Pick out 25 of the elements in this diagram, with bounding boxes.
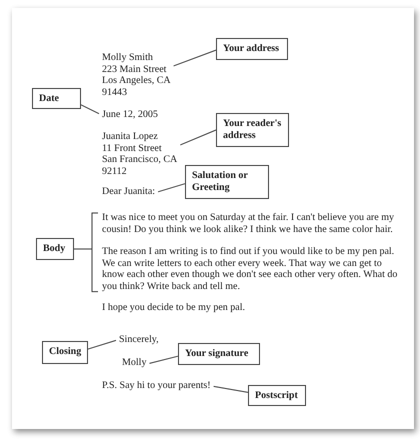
callout-box: Your signature [178, 343, 260, 365]
callout-box: Salutation or Greeting [185, 165, 269, 199]
date-text: June 12, 2005 [102, 109, 158, 121]
address-text: Juanita Lopez 11 Front Street San Francisco, CA 92112 [102, 131, 178, 178]
callout-box: Body [36, 238, 74, 260]
address-text: Molly Smith 223 Main Street Los Angeles, CA 91443 [102, 52, 171, 98]
leader-line [213, 386, 248, 393]
leader-line [88, 340, 116, 350]
signature-text: Molly [122, 357, 146, 369]
callout-box: Closing [42, 341, 88, 364]
bracket-leader-line [74, 212, 98, 292]
salutation-text: Dear Juanita: [102, 186, 156, 198]
leader-line [158, 183, 186, 192]
callout-box: Your address [216, 38, 288, 60]
postscript-text: P.S. Say hi to your parents! [102, 380, 211, 392]
leader-line [148, 356, 178, 364]
leader-line [173, 50, 216, 66]
callout-box: Postscript [248, 385, 306, 406]
closing-text: Sincerely, [119, 334, 159, 346]
callout-box: Your reader's address [216, 113, 289, 147]
letter-body-text: It was nice to meet you on Saturday at the fair. I can't believe you are my cousin! Do you think we look alike? I think we have the same color hair. The reason I am writing is to find out if you would like to be my pen pal. We can write letters to each other every week. That way we can get to know each other even though we don't see each other very often. What do you think? Write back and tell me. [102, 212, 402, 293]
callout-box: Date [32, 88, 81, 109]
leader-line [80, 104, 100, 114]
leader-line [180, 130, 216, 146]
closing-sentence: I hope you decide to be my pen pal. [102, 302, 246, 314]
